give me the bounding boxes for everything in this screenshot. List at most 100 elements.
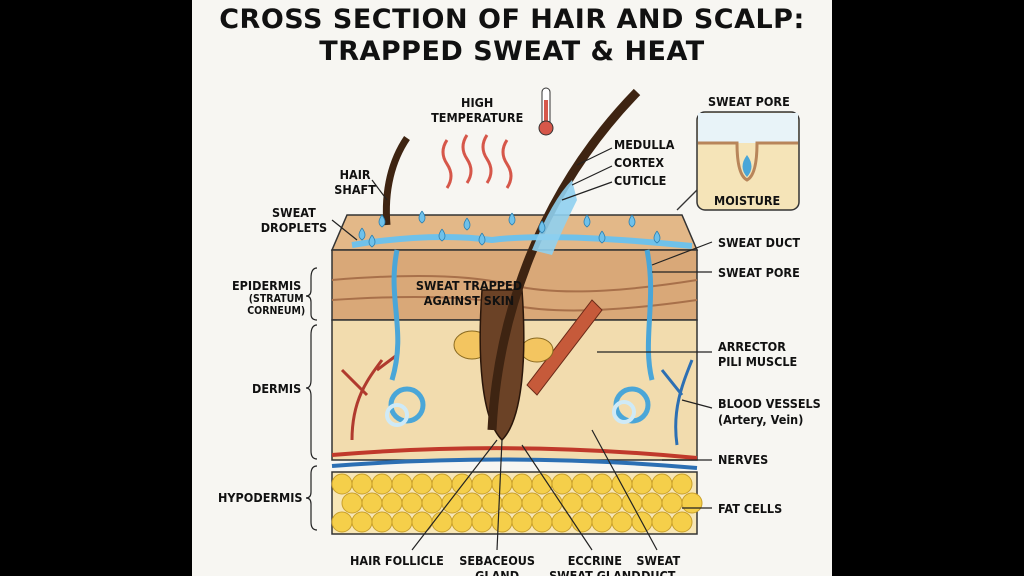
sweat-droplet: [583, 214, 591, 228]
label-arrector-pili: ARRECTOR PILI MUSCLE: [718, 339, 798, 369]
label-hypodermis: HYPODERMIS: [218, 490, 303, 505]
fat-cell: [661, 492, 683, 514]
fat-cell: [491, 511, 513, 533]
label-eccrine-sweat-gland: ECCRINE SWEAT GLAND: [549, 553, 641, 576]
sweat-droplet: [358, 227, 366, 241]
fat-cell: [651, 511, 673, 533]
fat-cell: [651, 473, 673, 495]
fat-cell: [671, 473, 693, 495]
label-cortex: CORTEX: [614, 155, 665, 170]
fat-cell: [421, 492, 443, 514]
fat-cell: [391, 511, 413, 533]
sweat-droplet: [628, 214, 636, 228]
label-hair-follicle: HAIR FOLLICLE: [350, 553, 444, 568]
fat-cell: [431, 473, 453, 495]
sweat-droplet: [418, 210, 426, 224]
label-sweat-duct-bottom: SWEAT DUCT: [636, 553, 681, 576]
label-sweat-trapped: SWEAT TRAPPED AGAINST SKIN: [415, 278, 523, 308]
thermometer-icon: [538, 87, 554, 136]
fat-cells: [331, 473, 703, 533]
label-nerves: NERVES: [718, 452, 769, 467]
fat-cell: [551, 473, 573, 495]
fat-cell: [671, 511, 693, 533]
artery: [331, 446, 698, 460]
fat-cell: [511, 511, 533, 533]
hair-shaft-left: [382, 136, 410, 226]
fat-cell: [351, 473, 373, 495]
label-moisture: MOISTURE: [714, 193, 781, 208]
fat-cell: [681, 492, 703, 514]
fat-cell: [401, 492, 423, 514]
fat-cell: [541, 492, 563, 514]
label-medulla: MEDULLA: [614, 137, 675, 152]
fat-cell: [581, 492, 603, 514]
fat-cell: [601, 492, 623, 514]
label-high-temperature: HIGH TEMPERATURE: [431, 95, 524, 125]
label-stratum-corneum: (STRATUM CORNEUM): [247, 293, 306, 317]
fat-cell: [351, 511, 373, 533]
scalp-illustration: [305, 87, 800, 551]
fat-cell: [521, 492, 543, 514]
fat-cell: [391, 473, 413, 495]
label-sweat-droplets: SWEAT DROPLETS: [260, 205, 328, 235]
title-line-2: TRAPPED SWEAT & HEAT: [319, 36, 705, 67]
fat-cell: [591, 473, 613, 495]
fat-cell: [411, 511, 433, 533]
fat-cell: [381, 492, 403, 514]
fat-cell: [371, 473, 393, 495]
fat-cell: [461, 492, 483, 514]
label-inset-sweat-pore: SWEAT PORE: [708, 94, 790, 109]
blood-vessel-right: [660, 359, 694, 446]
fat-cell: [511, 473, 533, 495]
diagram-panel: CROSS SECTION OF HAIR AND SCALP: TRAPPED…: [192, 0, 832, 576]
label-hair-shaft: HAIR SHAFT: [334, 167, 376, 197]
fat-cell: [441, 492, 463, 514]
sweat-pool: [351, 233, 693, 249]
fat-cell: [331, 473, 353, 495]
fat-cell: [631, 473, 653, 495]
vein: [331, 457, 698, 470]
fat-cell: [531, 473, 553, 495]
fat-cell: [591, 511, 613, 533]
fat-cell: [491, 473, 513, 495]
arrector-pili-muscle: [526, 299, 603, 396]
fat-cell: [471, 511, 493, 533]
fat-cell: [611, 511, 633, 533]
fat-cell: [571, 511, 593, 533]
leader-lines: [305, 147, 713, 551]
sweat-droplet: [463, 217, 471, 231]
sweat-droplet: [598, 230, 606, 244]
sweat-droplet: [538, 220, 546, 234]
sweat-droplet: [508, 212, 516, 226]
sebaceous-gland-right: [520, 337, 554, 363]
sweat-droplet: [378, 214, 386, 228]
fat-cell: [451, 511, 473, 533]
sweat-droplet: [478, 232, 486, 246]
sweat-droplets: [358, 210, 661, 248]
label-sweat-duct: SWEAT DUCT: [718, 235, 801, 250]
fat-cell: [431, 511, 453, 533]
sweat-droplet: [368, 234, 376, 248]
title-line-1: CROSS SECTION OF HAIR AND SCALP:: [219, 4, 805, 35]
sweat-droplet: [653, 230, 661, 244]
label-blood-vessels: BLOOD VESSELS: [718, 396, 821, 411]
hair-shaft-main: [487, 88, 641, 431]
heat-waves-icon: [441, 134, 513, 189]
label-sebaceous-gland: SEBACEOUS GLAND: [459, 553, 536, 576]
label-fat-cells: FAT CELLS: [718, 501, 783, 516]
fat-cell: [361, 492, 383, 514]
fat-cell: [411, 473, 433, 495]
label-sweat-pore: SWEAT PORE: [718, 265, 800, 280]
fat-cell: [341, 492, 363, 514]
fat-cell: [531, 511, 553, 533]
fat-cell: [641, 492, 663, 514]
fat-cell: [501, 492, 523, 514]
fat-cell: [471, 473, 493, 495]
label-epidermis: EPIDERMIS: [232, 278, 302, 293]
blood-vessel-left: [340, 353, 398, 441]
label-dermis: DERMIS: [252, 381, 302, 396]
label-cuticle: CUTICLE: [614, 173, 667, 188]
fat-cell: [611, 473, 633, 495]
sweat-droplet: [438, 228, 446, 242]
fat-cell: [571, 473, 593, 495]
